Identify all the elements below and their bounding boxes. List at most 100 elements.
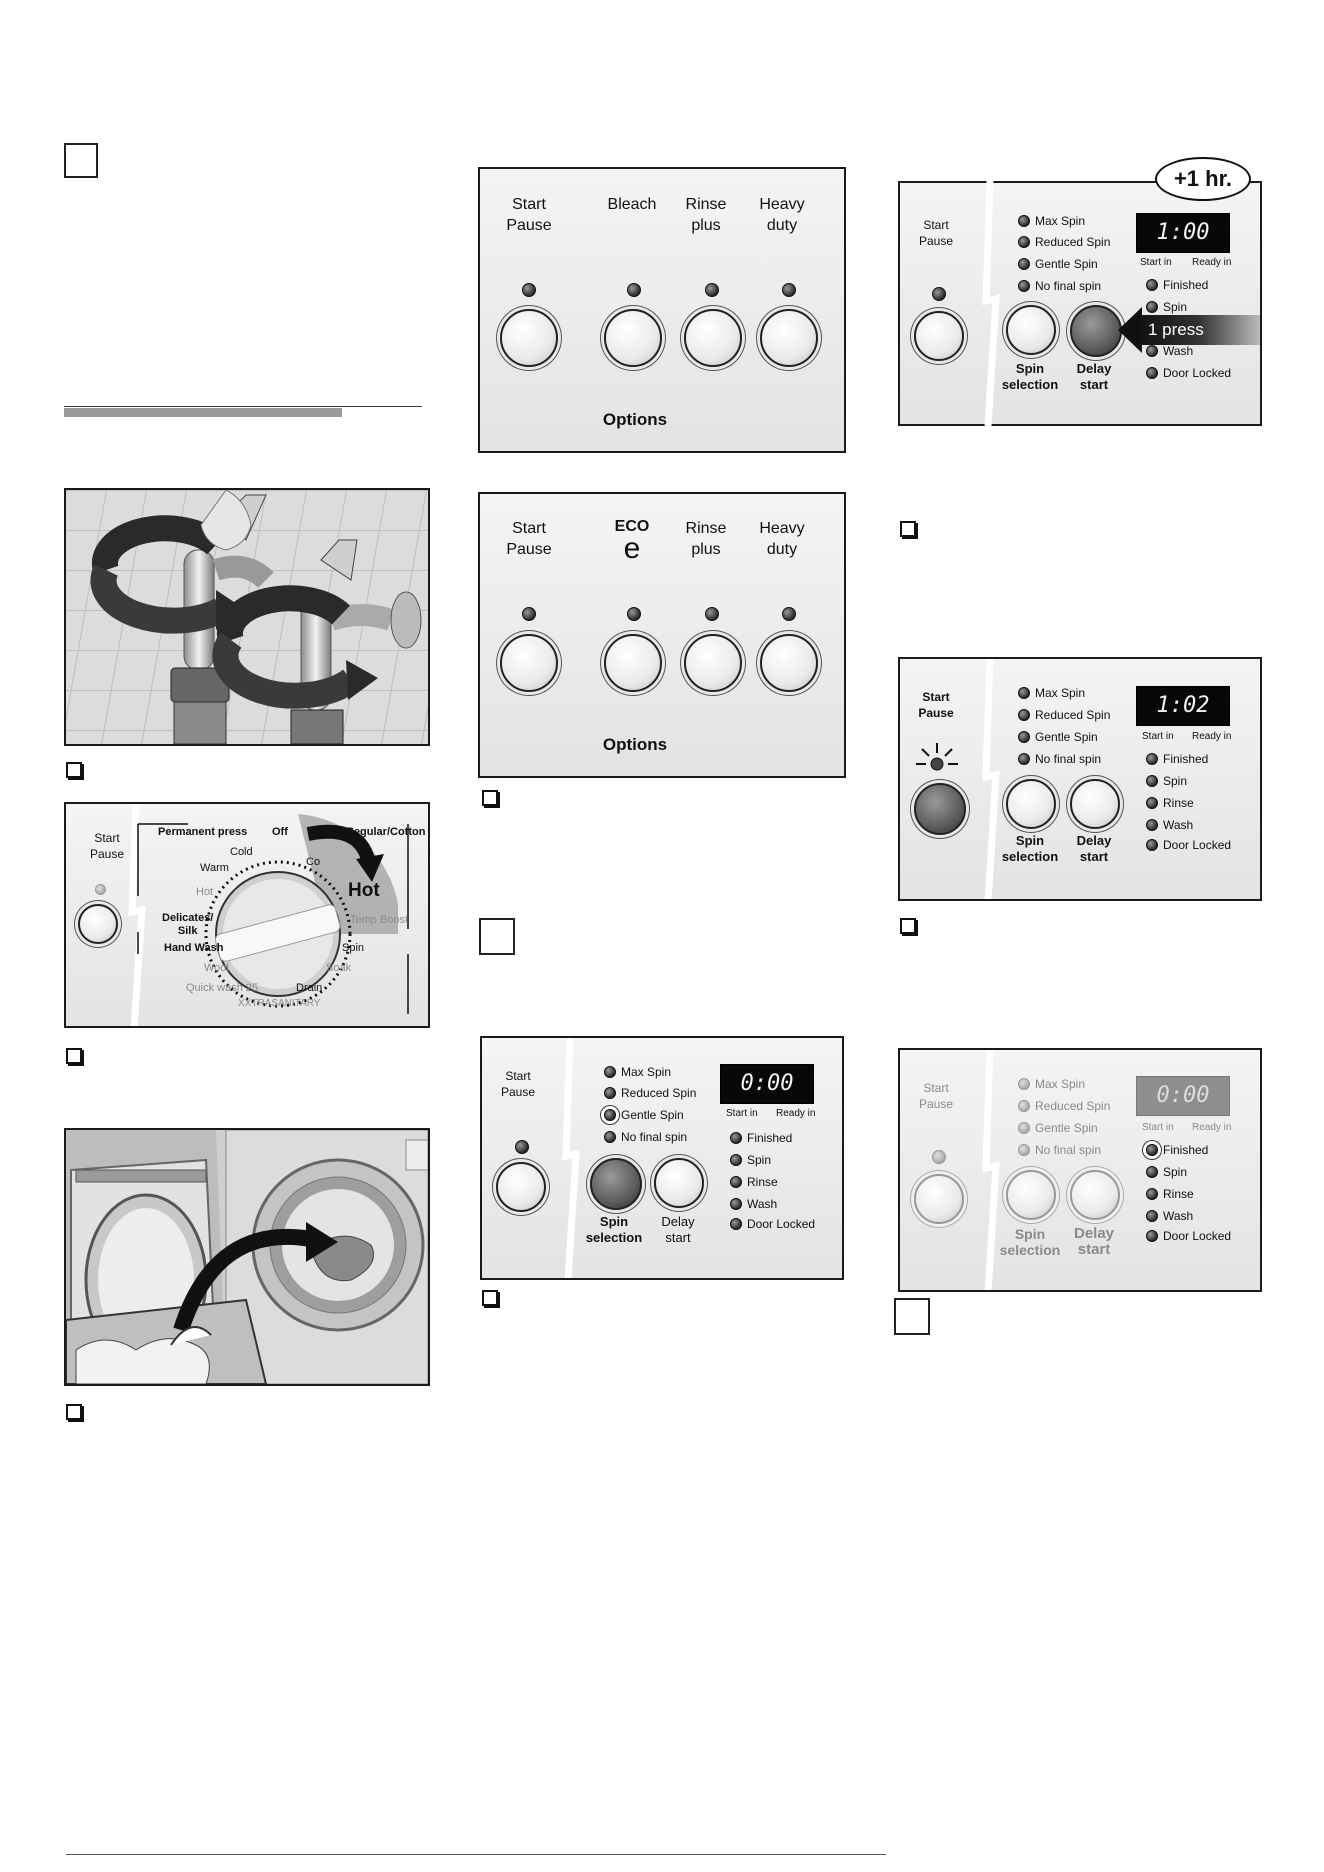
panel-options-eco: Start Pause ECO e Rinse plus Heavy duty … [478, 492, 846, 778]
section-divider [64, 406, 422, 407]
figure-water-taps [64, 488, 430, 746]
delay-start-button[interactable] [1070, 305, 1122, 357]
start-label: Start [505, 1069, 531, 1083]
spin-selection-button[interactable] [1006, 779, 1056, 829]
status-label: Wash [1163, 344, 1194, 358]
start-pause-button[interactable] [496, 1162, 546, 1212]
option-label: Gentle Spin [621, 1108, 684, 1122]
section-divider-bar [64, 408, 342, 417]
dial-graphic [137, 814, 409, 1014]
status-label: Door Locked [1163, 1229, 1232, 1243]
step-number-box [64, 143, 98, 178]
status-spin: Spin [1146, 773, 1187, 789]
dial-soak: Soak [326, 962, 352, 974]
led-icon [1018, 1100, 1030, 1112]
status-label: Door Locked [1163, 366, 1232, 380]
spin-selection-label: Spin selection [994, 1226, 1066, 1258]
option-label: Reduced Spin [1035, 1099, 1111, 1113]
start-pause-button[interactable] [500, 309, 558, 367]
status-rinse: Rinse [1146, 1186, 1194, 1202]
start-pause-button[interactable] [914, 311, 964, 361]
option-label: Gentle Spin [1035, 1121, 1098, 1135]
panel-cut-icon [128, 804, 146, 1026]
start-in-label: Start in [1142, 731, 1174, 742]
led-icon [604, 1131, 616, 1143]
spin-option-no-final: No final spin [1018, 1142, 1101, 1158]
led-icon [1146, 1230, 1158, 1242]
led-icon [730, 1154, 742, 1166]
time-display: 0:00 [1136, 1076, 1230, 1116]
bleach-label: Bleach [607, 196, 657, 213]
status-label: Wash [747, 1197, 778, 1211]
spin-selection-button[interactable] [1006, 1170, 1056, 1220]
rinse-plus-button[interactable] [684, 634, 742, 692]
rinse-plus-button[interactable] [684, 309, 742, 367]
status-label: Rinse [1163, 796, 1194, 810]
status-finished: Finished [1146, 751, 1208, 767]
led-icon [1018, 236, 1030, 248]
bleach-button[interactable] [604, 309, 662, 367]
start-pause-label: Start Pause [906, 217, 966, 249]
step-number-box [479, 918, 515, 955]
spin-selection-button[interactable] [1006, 305, 1056, 355]
start-pause-label: Start Pause [494, 518, 564, 560]
start-pause-button[interactable] [914, 1174, 964, 1224]
status-label: Door Locked [747, 1217, 816, 1231]
dial-temp-boost: Temp Boost [350, 914, 409, 926]
status-door-locked: Door Locked [730, 1216, 815, 1232]
dial-off: Off [272, 826, 288, 838]
panel-cut-icon [982, 1050, 1000, 1290]
bleach-led [627, 283, 641, 297]
ready-in-label: Ready in [776, 1108, 816, 1119]
start-pause-led [932, 1150, 946, 1164]
footer-rule [66, 1854, 886, 1855]
rinse-label: Rinse [685, 520, 727, 537]
start-pause-button[interactable] [78, 904, 118, 944]
eco-button[interactable] [604, 634, 662, 692]
panel-options-bleach: Start Pause Bleach Rinse plus Heavy duty… [478, 167, 846, 453]
delay-start-button[interactable] [1070, 1170, 1120, 1220]
status-label: Rinse [747, 1175, 778, 1189]
delay-start-button[interactable] [654, 1158, 704, 1208]
option-label: Reduced Spin [1035, 708, 1111, 722]
led-icon [1018, 709, 1030, 721]
dial-delicates: Delicates/ Silk [162, 912, 213, 938]
eco-led [627, 607, 641, 621]
pause-label: Pause [89, 847, 125, 861]
spin-option-no-final: No final spin [604, 1129, 687, 1145]
dial-drain: Drain [296, 982, 323, 994]
status-wash: Wash [1146, 817, 1193, 833]
eco-icon: e [623, 532, 641, 565]
spin-label: Spin [599, 1214, 629, 1229]
heavy-duty-button[interactable] [760, 634, 818, 692]
delay-start-button[interactable] [1070, 779, 1120, 829]
dial-quick-wash: Quick wash 25 [186, 982, 259, 994]
led-icon [730, 1176, 742, 1188]
led-icon [1146, 753, 1158, 765]
checkbox-bullet [66, 1404, 82, 1420]
start-word-label: start [1077, 1241, 1111, 1258]
led-icon [1146, 797, 1158, 809]
heavy-duty-button[interactable] [760, 309, 818, 367]
spin-option-reduced: Reduced Spin [1018, 234, 1110, 250]
start-pause-button[interactable] [500, 634, 558, 692]
status-label: Spin [1163, 300, 1188, 314]
status-label: Finished [1163, 278, 1209, 292]
spin-selection-button[interactable] [590, 1158, 642, 1210]
panel-cut-icon [982, 181, 1000, 426]
delay-label: Delay [661, 1214, 695, 1229]
checkbox-bullet [482, 1290, 498, 1306]
heavy-label: Heavy [759, 520, 805, 537]
rinse-plus-label: Rinse plus [666, 518, 746, 560]
option-label: Reduced Spin [621, 1086, 697, 1100]
start-pause-label: Start Pause [494, 194, 564, 236]
start-label: Start [923, 1081, 949, 1095]
status-finished: Finished [1146, 1142, 1208, 1158]
option-label: Max Spin [1035, 214, 1086, 228]
time-display: 1:02 [1136, 686, 1230, 726]
pause-label: Pause [918, 234, 954, 248]
led-icon [1146, 819, 1158, 831]
spin-option-gentle: Gentle Spin [604, 1107, 684, 1123]
start-pause-button[interactable] [914, 783, 966, 835]
start-pause-led [515, 1140, 529, 1154]
